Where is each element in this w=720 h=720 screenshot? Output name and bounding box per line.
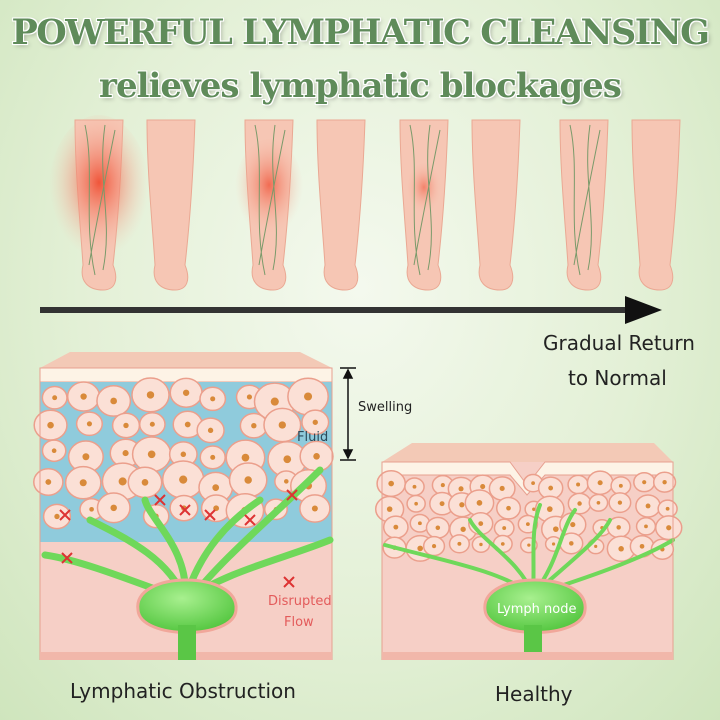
leg-icon (631, 119, 681, 291)
healthy-caption: Healthy (495, 682, 573, 706)
arrow-shaft (40, 307, 630, 313)
blockage-marks (59, 489, 298, 588)
disrupted-label-line1: Disrupted (268, 594, 332, 609)
lymph-node-icon (483, 578, 587, 634)
fluid-label: Fluid (297, 430, 329, 445)
leg-icon (316, 119, 366, 291)
progress-arrow (40, 296, 662, 324)
skin-cells (33, 377, 334, 530)
leg-pair (49, 115, 196, 291)
progress-label-line2: to Normal (568, 366, 667, 390)
healthy-panel (374, 443, 683, 660)
lymph-vessels-healthy (383, 503, 675, 597)
lymph-lines (409, 124, 441, 276)
swelling-arrow (340, 367, 356, 461)
title-line-2: relieves lymphatic blockages (99, 66, 622, 106)
leg-icon (559, 119, 609, 291)
lymph-node-icon (136, 578, 238, 634)
leg-pair (235, 119, 366, 291)
swelling-label: Swelling (358, 400, 413, 415)
skin-cells (374, 470, 683, 563)
lymph-lines (569, 124, 601, 276)
lymph-node-label: Lymph node (497, 602, 577, 617)
leg-icon (471, 119, 521, 291)
leg-icon (146, 119, 196, 291)
lymph-lines (84, 124, 116, 276)
lymph-lines (254, 124, 286, 276)
disrupted-label-line2: Flow (284, 615, 314, 630)
leg-pair (399, 119, 521, 291)
obstruction-caption: Lymphatic Obstruction (70, 679, 296, 703)
arrow-head-icon (625, 296, 662, 324)
lymph-vessels-blocked (41, 466, 334, 604)
title-line-1: POWERFUL LYMPHATIC CLEANSING (11, 12, 710, 53)
progress-label-line1: Gradual Return (543, 331, 695, 355)
legs-progression (49, 115, 681, 291)
leg-pair (559, 119, 681, 291)
obstruction-panel (33, 352, 334, 660)
